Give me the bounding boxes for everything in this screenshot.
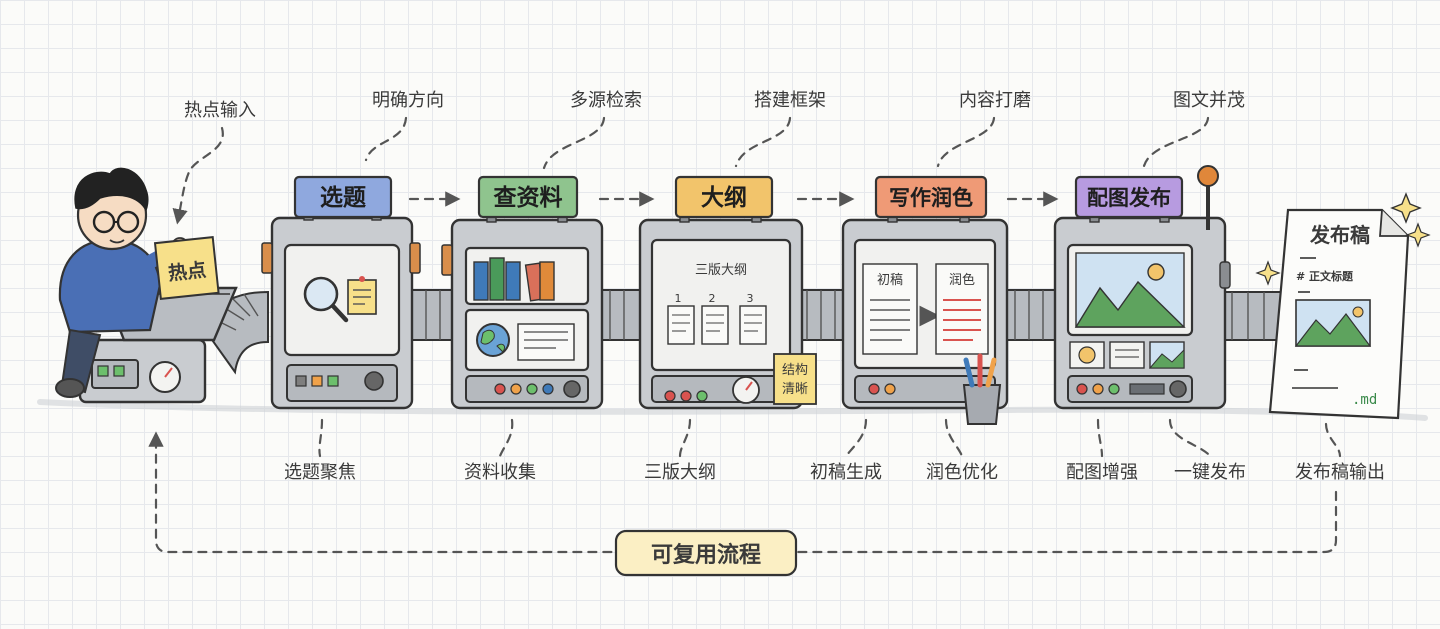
label-bottom-research: 资料收集 (464, 462, 536, 483)
outline-num-1: 1 (675, 292, 682, 305)
sign-topic: 选题 (293, 175, 393, 219)
stage-title-publish: 配图发布 (1087, 186, 1171, 210)
bottom-labels: 选题聚焦 资料收集 三版大纲 初稿生成 润色优化 配图增强 一键发布 发布稿输出 (284, 418, 1385, 483)
sun-icon (1147, 263, 1165, 281)
pencil-cup-icon (962, 384, 1002, 425)
label-bottom-draft: 初稿生成 (810, 462, 882, 483)
machine-publish (1053, 165, 1231, 410)
top-labels: 热点输入 明确方向 多源检索 搭建框架 内容打磨 图文并茂 (172, 90, 1245, 225)
mountain-icon (1074, 280, 1186, 328)
sparkle-icon (1405, 222, 1431, 248)
machine-writing: 初稿 润色 (841, 211, 1009, 425)
pipe-2-3 (597, 289, 645, 341)
loop-label: 可复用流程 (651, 542, 761, 568)
hot-topic-card (153, 236, 220, 300)
sign-publish: 配图发布 (1074, 175, 1184, 219)
outline-doc-icons (667, 305, 767, 345)
label-top-outline: 搭建框架 (754, 90, 826, 111)
outline-screen (650, 238, 792, 372)
book-icon (473, 261, 489, 301)
stage-title-writing: 写作润色 (889, 186, 973, 210)
outline-screen-title: 三版大纲 (695, 263, 747, 278)
reuse-loop: 可复用流程 (148, 431, 1338, 577)
sparkle-icon (1255, 260, 1281, 286)
hot-card-label: 热点 (167, 258, 207, 285)
pie-icon (1078, 346, 1096, 364)
topic-screen (283, 243, 401, 357)
sign-outline: 大纲 (674, 175, 774, 219)
label-top-writing: 内容打磨 (959, 90, 1031, 111)
sign-research: 查资料 (477, 175, 579, 219)
label-output: 发布稿输出 (1295, 462, 1385, 483)
label-bottom-image: 配图增强 (1066, 462, 1138, 483)
document-icon (517, 323, 575, 361)
label-hot-input: 热点输入 (184, 100, 256, 121)
hoodie (58, 238, 162, 334)
label-bottom-topic: 选题聚焦 (284, 462, 356, 483)
loop-badge (614, 529, 798, 577)
stage-signs: 选题 查资料 大纲 写作润色 配图发布 (293, 175, 1184, 219)
sparkle-icon (1390, 192, 1422, 224)
outline-num-3: 3 (747, 292, 754, 305)
polish-label: 润色 (949, 272, 975, 288)
doc-title: 发布稿 (1309, 223, 1370, 247)
lever-knob-icon (1197, 165, 1219, 187)
label-top-topic: 明确方向 (372, 90, 444, 111)
label-top-research: 多源检索 (570, 90, 642, 111)
stage-title-topic: 选题 (320, 185, 366, 211)
draft-doc-icon (862, 263, 918, 355)
pipe-4-5 (1002, 289, 1060, 341)
label-bottom-oneclick: 一键发布 (1174, 462, 1246, 483)
magnifier-icon (303, 276, 339, 312)
outline-num-2: 2 (709, 292, 716, 305)
label-top-publish: 图文并茂 (1173, 90, 1245, 111)
sticky-line-2: 清晰 (782, 382, 808, 397)
text-icon (1109, 341, 1145, 369)
stage-title-research: 查资料 (494, 185, 563, 211)
doc-heading: # 正文标题 (1296, 269, 1354, 283)
label-bottom-outline: 三版大纲 (644, 462, 716, 483)
sticky-note (773, 353, 817, 405)
sticky-line-1: 结构 (782, 363, 808, 378)
sign-writing: 写作润色 (874, 175, 988, 219)
hair (74, 167, 149, 212)
machine-outline: 三版大纲 1 2 3 结构 清晰 (638, 211, 817, 410)
stage-title-outline: 大纲 (701, 184, 747, 211)
doc-extension: .md (1352, 392, 1377, 408)
label-bottom-polish: 润色优化 (926, 462, 998, 483)
machine-research (441, 211, 604, 410)
pipe-5-out (1219, 291, 1285, 341)
output-document: 发布稿 # 正文标题 .md (1255, 192, 1431, 420)
draft-label: 初稿 (877, 272, 903, 288)
machine-topic (261, 209, 421, 410)
person-feeding-funnel: 热点 (55, 167, 238, 404)
